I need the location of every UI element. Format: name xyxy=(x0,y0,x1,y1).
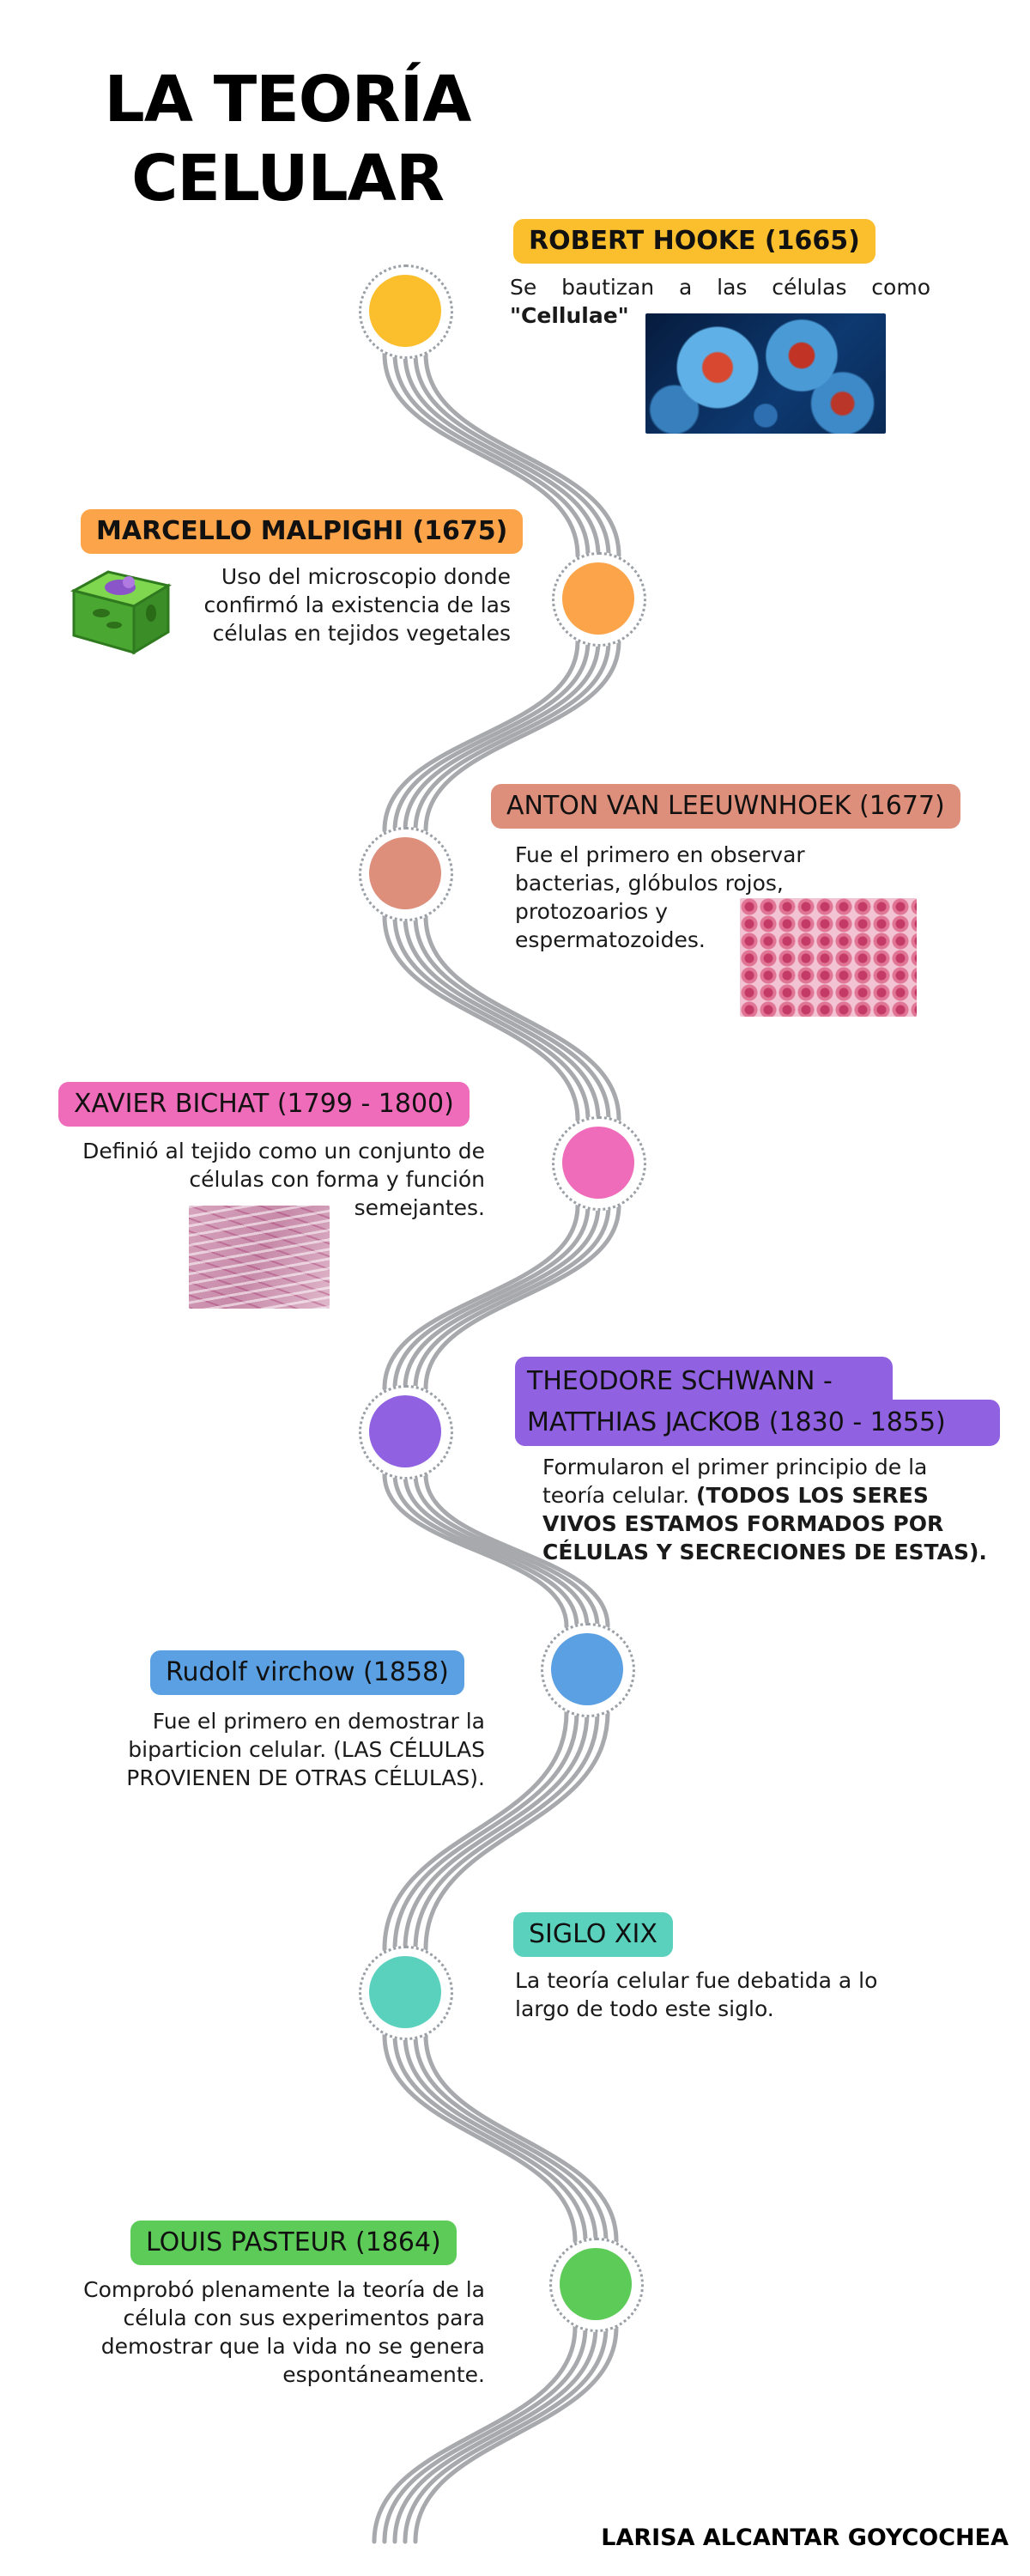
timeline-node-4 xyxy=(562,1127,634,1199)
title-line-2: CELULAR xyxy=(131,142,445,216)
event-desc-virchow: Fue el primero en demostrar la bipartici… xyxy=(126,1709,485,1790)
timeline-node-8 xyxy=(560,2248,632,2320)
event-desc-bichat: Definió al tejido como un conjunto de cé… xyxy=(82,1139,485,1220)
event-desc-schwann-bold: (TODOS LOS SERES VIVOS ESTAMOS FORMADOS … xyxy=(542,1483,987,1564)
event-desc-malpighi: Uso del microscopio donde confirmó la ex… xyxy=(203,564,511,646)
timeline-node-1 xyxy=(369,275,441,347)
title-line-1: LA TEORÍA xyxy=(104,63,472,137)
event-label-bichat: XAVIER BICHAT (1799 - 1800) xyxy=(58,1082,470,1127)
event-desc-hooke-bold: "Cellulae" xyxy=(510,303,629,328)
plant-cell-icon xyxy=(67,556,175,659)
timeline-node-3 xyxy=(369,837,441,909)
timeline-node-6 xyxy=(551,1633,623,1705)
road-line xyxy=(372,351,580,2544)
event-label-leeuwenhoek: ANTON VAN LEEUWNHOEK (1677) xyxy=(491,784,960,829)
tissue-image xyxy=(189,1206,330,1309)
event-label-schwann-line2: MATTHIAS JACKOB (1830 - 1855) xyxy=(527,1407,946,1437)
event-label-schwann-line1: THEODORE SCHWANN - xyxy=(527,1366,833,1396)
page-title: LA TEORÍA CELULAR xyxy=(64,60,511,218)
timeline-node-7 xyxy=(369,1956,441,2028)
event-desc-leeuwenhoek: Fue el primero en observar bacterias, gl… xyxy=(515,842,805,952)
event-label-schwann: THEODORE SCHWANN - MATTHIAS JACKOB (1830… xyxy=(515,1357,1000,1446)
timeline-node-5 xyxy=(369,1395,441,1467)
timeline-node-2 xyxy=(562,562,634,635)
label-bg-bottom xyxy=(515,1400,1000,1446)
event-desc-hooke: Se bautizan a las células como "Cellulae… xyxy=(510,273,930,330)
event-label-virchow: Rudolf virchow (1858) xyxy=(150,1650,464,1695)
red-blood-cells-image xyxy=(740,898,917,1017)
author-credit: LARISA ALCANTAR GOYCOCHEA xyxy=(601,2524,1009,2551)
blue-cells-image xyxy=(645,313,886,434)
road-line xyxy=(382,351,591,2544)
event-desc-schwann-plain: Formularon el primer principio de la teo… xyxy=(542,1455,928,1508)
event-desc-schwann: Formularon el primer principio de la teo… xyxy=(542,1453,989,1566)
road-line xyxy=(403,351,611,2544)
road-line xyxy=(413,351,621,2544)
road-line xyxy=(392,351,601,2544)
event-label-hooke: ROBERT HOOKE (1665) xyxy=(513,219,876,264)
event-desc-pasteur: Comprobó plenamente la teoría de la célu… xyxy=(83,2277,485,2387)
event-label-siglo-xix: SIGLO XIX xyxy=(513,1912,673,1957)
event-desc-hooke-line: Se bautizan a las células como xyxy=(510,275,930,300)
event-desc-siglo-xix: La teoría celular fue debatida a lo larg… xyxy=(515,1968,878,2021)
event-label-malpighi: MARCELLO MALPIGHI (1675) xyxy=(81,509,524,554)
event-label-pasteur: LOUIS PASTEUR (1864) xyxy=(130,2221,457,2265)
